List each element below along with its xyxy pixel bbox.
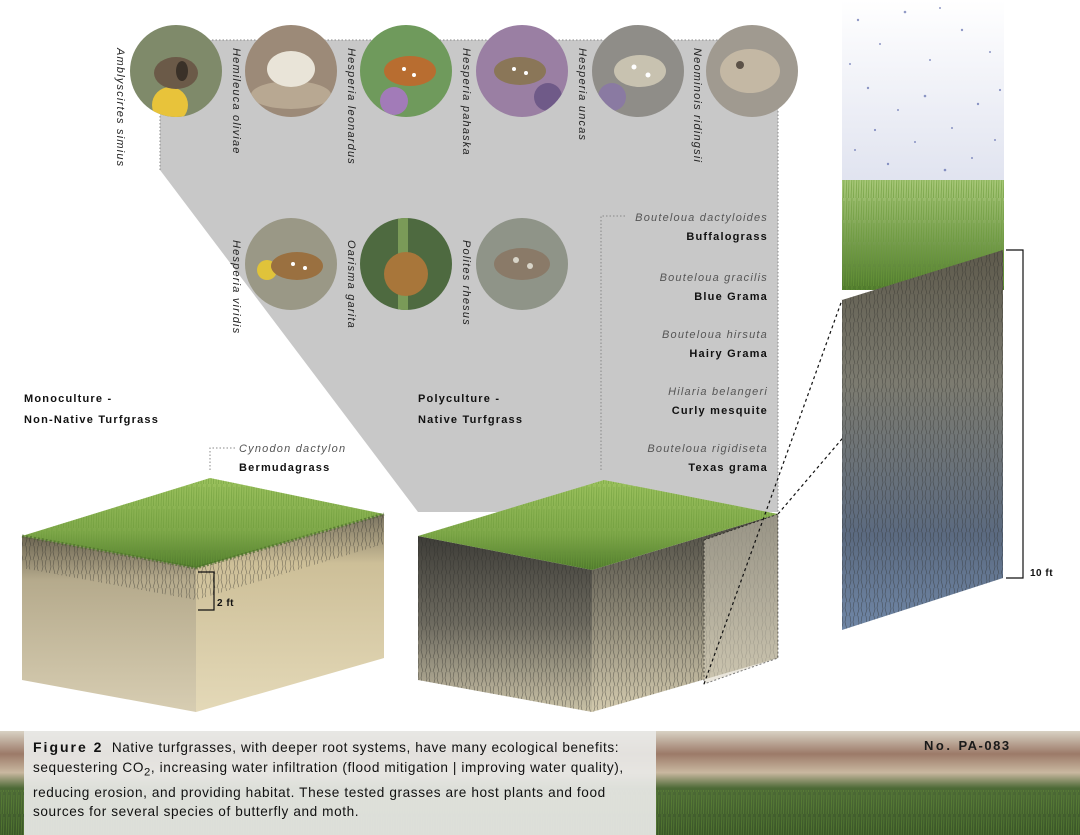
connector-panel-edge xyxy=(159,39,779,512)
butterfly-hemileuca-oliviae-photo xyxy=(245,25,337,117)
native-grass-texas-grama: Bouteloua rigidiseta Texas grama xyxy=(647,443,768,474)
magnified-soil-column xyxy=(842,0,1004,630)
butterfly-name-oarisma-garita: Oarisma garita xyxy=(345,240,357,329)
grass-scientific-name: Bouteloua gracilis xyxy=(659,272,768,284)
butterfly-name-neominois-ridingsii: Neominois ridingsii xyxy=(691,48,703,164)
caption-text-part2: , increasing water infiltration (flood m… xyxy=(33,759,624,820)
grass-common-name: Blue Grama xyxy=(694,291,768,303)
mono-depth-bracket xyxy=(198,571,215,611)
grass-scientific-name: Bouteloua rigidiseta xyxy=(647,443,768,455)
poly-depth-label: 10 ft xyxy=(1030,568,1054,579)
grass-common-name: Texas grama xyxy=(688,462,768,474)
grass-common-name: Bermudagrass xyxy=(239,462,331,474)
poly-depth-bracket xyxy=(1006,249,1024,579)
polyculture-label: Polyculture - Native Turfgrass xyxy=(418,393,524,426)
butterfly-amblyscirtes-simius-photo xyxy=(130,25,222,117)
grass-scientific-name: Bouteloua dactyloides xyxy=(635,212,768,224)
grass-common-name: Hairy Grama xyxy=(689,348,768,360)
butterfly-name-hesperia-pahaska: Hesperia pahaska xyxy=(460,48,472,156)
connector-panel xyxy=(160,40,778,512)
mono-depth-label: 2 ft xyxy=(217,598,234,609)
butterfly-name-amblyscirtes-simius: Amblyscirtes simius xyxy=(114,48,126,168)
mono-grass-bermudagrass: Cynodon dactylon Bermudagrass xyxy=(239,443,346,474)
plate-number: No. PA-083 xyxy=(924,738,1011,753)
butterfly-name-hesperia-uncas: Hesperia uncas xyxy=(576,48,588,142)
caption-subscript: 2 xyxy=(144,766,151,779)
caption-text-part1: Native turfgrasses, with deeper root sys… xyxy=(33,740,620,775)
butterfly-name-hesperia-leonardus: Hesperia leonardus xyxy=(345,48,357,165)
monoculture-label: Monoculture - Non-Native Turfgrass xyxy=(24,393,160,426)
native-grass-leader xyxy=(600,215,625,470)
grass-common-name: Buffalograss xyxy=(686,231,768,243)
plate-no-label: No. xyxy=(924,738,953,753)
monoculture-soil-block xyxy=(21,478,385,712)
grass-scientific-name: Bouteloua hirsuta xyxy=(661,329,768,341)
mono-grass-leader xyxy=(209,447,235,470)
butterfly-hesperia-leonardus-photo xyxy=(360,25,452,117)
butterfly-hesperia-uncas-photo xyxy=(592,25,684,117)
figure-label: Figure 2 xyxy=(33,739,104,755)
plate-code: PA-083 xyxy=(958,738,1011,753)
native-grass-buffalograss: Bouteloua dactyloides Buffalograss xyxy=(635,212,768,243)
figure-caption: Figure 2 Native turfgrasses, with deeper… xyxy=(33,738,653,822)
polyculture-soil-block xyxy=(418,480,779,712)
caption-panel xyxy=(24,731,656,835)
native-grass-curly-mesquite: Hilaria belangeri Curly mesquite xyxy=(668,386,768,417)
butterfly-oarisma-garita-photo xyxy=(360,218,452,310)
grass-scientific-name: Cynodon dactylon xyxy=(239,443,347,455)
butterfly-name-polites-rhesus: Polites rhesus xyxy=(460,240,472,326)
polyculture-sample-slice xyxy=(703,513,779,685)
magnify-line-bottom xyxy=(703,299,843,685)
butterfly-name-hemileuca-oliviae: Hemileuca oliviae xyxy=(230,48,242,155)
butterfly-neominois-ridingsii-photo xyxy=(706,25,798,117)
butterfly-name-hesperia-viridis: Hesperia viridis xyxy=(230,240,242,335)
butterfly-polites-rhesus-photo xyxy=(476,218,568,310)
butterfly-hesperia-pahaska-photo xyxy=(476,25,568,117)
native-grass-blue-grama: Bouteloua gracilis Blue Grama xyxy=(660,272,768,303)
grass-scientific-name: Hilaria belangeri xyxy=(668,386,768,398)
native-grass-hairy-grama: Bouteloua hirsuta Hairy Grama xyxy=(662,329,768,360)
grass-common-name: Curly mesquite xyxy=(671,405,768,417)
butterfly-hesperia-viridis-photo xyxy=(245,218,337,310)
